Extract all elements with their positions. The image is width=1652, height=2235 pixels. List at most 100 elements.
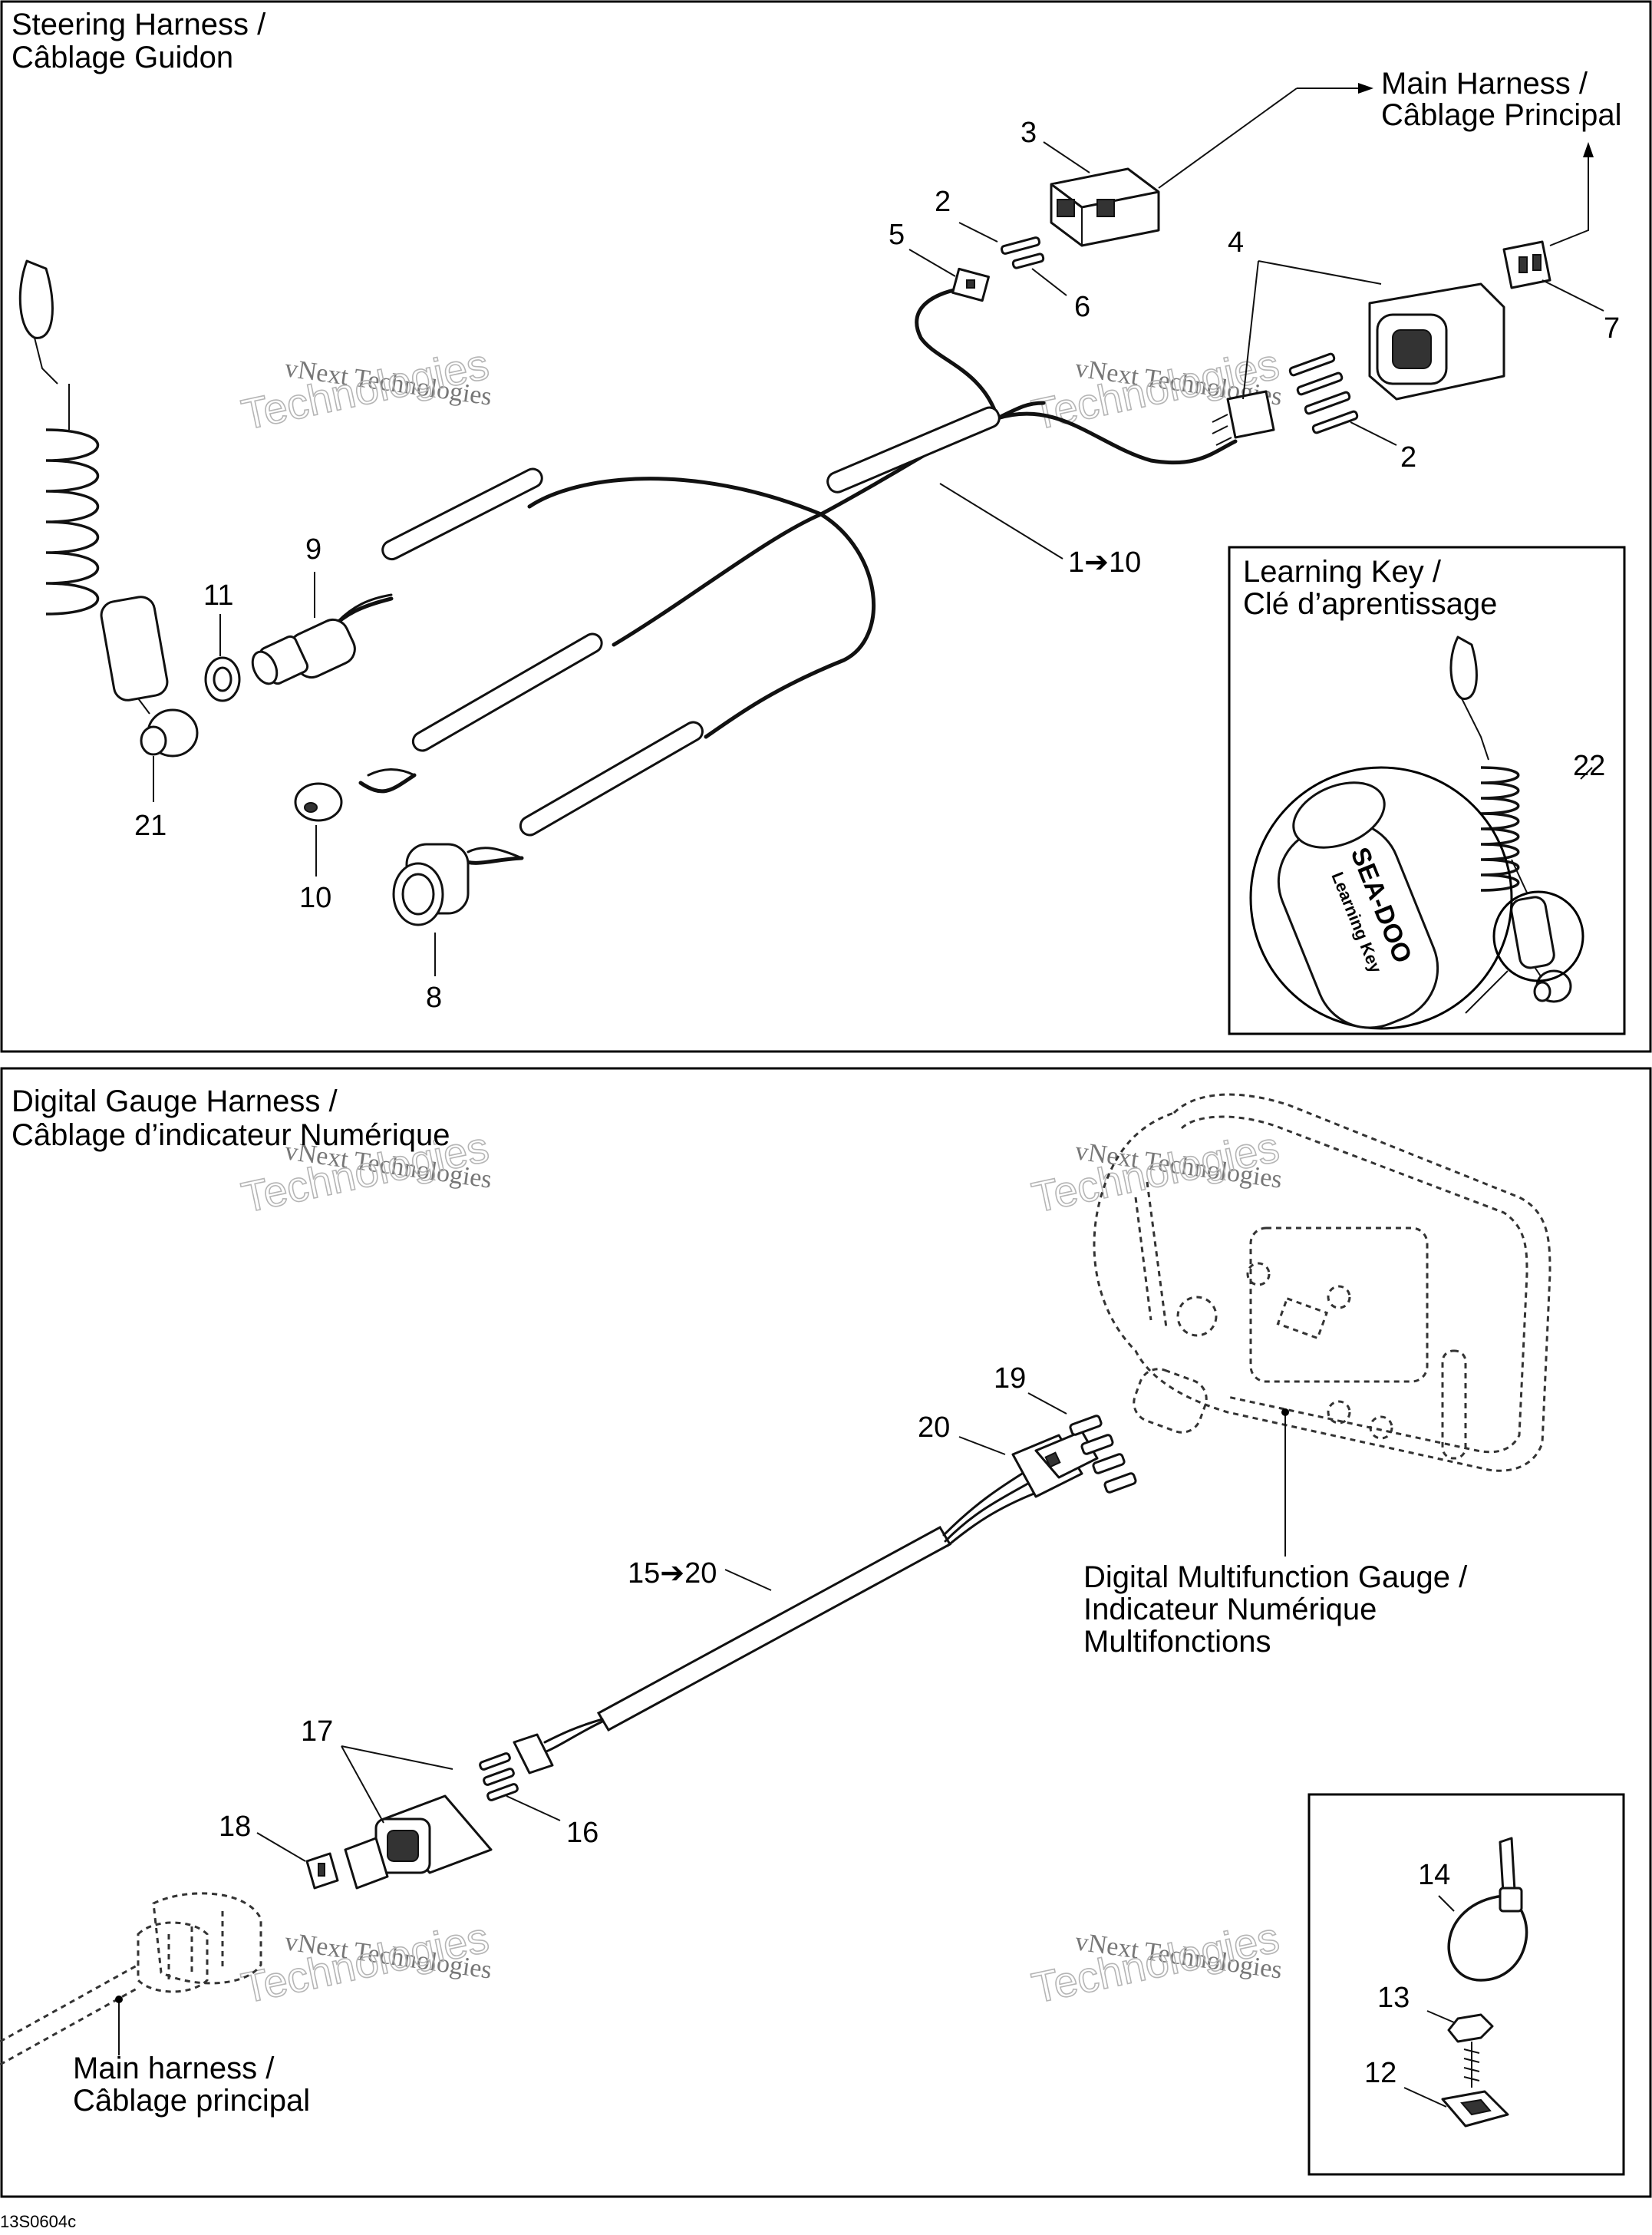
sleeve-9 (381, 467, 543, 561)
gauge-title-line2: Câblage d’indicateur Numérique (12, 1118, 450, 1152)
watermark-6: vNext Technologies Technologies (1027, 1912, 1284, 2012)
leader-14 (1438, 1895, 1455, 1912)
part-9-key-switch (251, 618, 356, 685)
part-14-cable-tie (1447, 1837, 1528, 1982)
callout-16: 16 (566, 1817, 598, 1849)
learning-key-closeup: SEA-DOO Learning Key (1277, 781, 1439, 1029)
main-harness-label-line1: Main Harness / (1381, 67, 1588, 101)
magnifier-lines (1465, 859, 1528, 1014)
callout-4: 4 (1228, 226, 1244, 259)
leader-4 (1242, 260, 1382, 400)
leader-5 (908, 249, 956, 277)
leader-1-10 (939, 483, 1063, 560)
part-3-connector (1050, 167, 1160, 247)
part-17-connector-housing (344, 1733, 554, 1890)
part-13-screw (1447, 2013, 1494, 2088)
callout-17: 17 (301, 1715, 333, 1748)
part-20-connector (1011, 1430, 1099, 1498)
watermark-4: vNext Technologies Technologies (1027, 1121, 1284, 1222)
part-10-eyelet (294, 782, 343, 822)
callout-22: 22 (1573, 750, 1605, 782)
callout-15-20: 15➔20 (628, 1557, 717, 1590)
digital-gauge-outline (1093, 1093, 1551, 1472)
main-harness-lower-line1: Main harness / (73, 2052, 275, 2085)
callout-11: 11 (203, 579, 233, 612)
leader-2a (958, 222, 998, 243)
part-6-pin (1011, 253, 1045, 269)
callout-2b: 2 (1400, 441, 1416, 474)
callout-14: 14 (1418, 1859, 1450, 1891)
part-2-pin-top (1000, 236, 1041, 255)
arrow-line-7 (1549, 154, 1589, 246)
gauge-label-line1: Digital Multifunction Gauge / (1083, 1560, 1468, 1594)
gauge-label-line3: Multifonctions (1083, 1625, 1271, 1659)
magnifier-small (1492, 890, 1584, 982)
leader-gauge-dot (1281, 1408, 1289, 1416)
svg-text:Technologies: Technologies (1027, 1913, 1283, 2012)
sleeve-10 (411, 632, 603, 752)
leader-20 (958, 1436, 1006, 1455)
main-harness-lower-line2: Câblage principal (73, 2084, 310, 2118)
part-21-lanyard (18, 259, 199, 758)
part-19-terminals (1069, 1415, 1137, 1494)
part-16-terminals (479, 1752, 519, 1801)
part-12-tie-mount (1441, 2090, 1509, 2128)
part-11-nut (204, 656, 241, 702)
leader-12 (1403, 2087, 1447, 2108)
part-2-pins-right (1288, 352, 1359, 434)
svg-text:Technologies: Technologies (1027, 1122, 1283, 1222)
leader-2b (1350, 421, 1397, 446)
watermark-1: vNext Technologies Technologies (237, 338, 494, 439)
part-8-plug (392, 843, 470, 926)
callout-5: 5 (889, 219, 905, 251)
learning-key-inset-frame (1228, 546, 1626, 1035)
callout-7: 7 (1604, 312, 1620, 345)
leader-22 (1580, 767, 1593, 780)
steering-harness-wires (527, 286, 1238, 739)
gauge-title-line1: Digital Gauge Harness / (12, 1084, 338, 1118)
gauge-panel-frame (0, 1067, 1652, 2198)
learning-key-label-line1: Learning Key / (1243, 555, 1442, 589)
leader-7 (1542, 279, 1604, 312)
part-22-learning-key (1449, 636, 1572, 1003)
callout-13: 13 (1377, 1982, 1410, 2014)
part-4-connector-housing (1212, 282, 1505, 446)
arrow-line-3 (1158, 87, 1298, 189)
leader-18 (256, 1832, 306, 1862)
callout-3: 3 (1021, 117, 1037, 149)
leader-13 (1426, 2010, 1455, 2023)
steering-title-line2: Câblage Guidon (12, 41, 233, 74)
figure-code: 13S0604c (0, 2212, 76, 2231)
part-5-terminal-plate (951, 267, 990, 302)
callout-9: 9 (305, 533, 321, 566)
leader-16 (506, 1795, 561, 1821)
callout-8: 8 (426, 982, 442, 1014)
leader-19 (1027, 1392, 1067, 1415)
svg-text:Technologies: Technologies (237, 339, 493, 439)
steering-title-line1: Steering Harness / (12, 8, 266, 41)
callout-1-10: 1➔10 (1068, 546, 1141, 579)
part-7-wedge (1502, 240, 1551, 289)
arrow-head-right (1358, 83, 1373, 94)
leader-6 (1031, 268, 1067, 296)
part-18-wedge (305, 1852, 339, 1890)
callout-21: 21 (134, 810, 167, 842)
leader-3 (1043, 141, 1090, 173)
callout-20: 20 (918, 1411, 950, 1444)
steering-panel-frame (0, 0, 1652, 1053)
leader-15-20 (724, 1569, 772, 1591)
sleeve-trunk (826, 406, 1001, 494)
callout-10: 10 (299, 882, 331, 914)
magnifier-large (1249, 766, 1513, 1030)
leader-main-lower-dot (115, 1996, 123, 2003)
callout-2a: 2 (935, 186, 951, 218)
callout-12: 12 (1364, 2057, 1396, 2089)
leader-17 (341, 1745, 453, 1824)
gauge-label-line2: Indicateur Numérique (1083, 1593, 1377, 1626)
learning-key-label-line2: Clé d’aprentissage (1243, 587, 1497, 621)
callout-6: 6 (1074, 291, 1090, 323)
callout-18: 18 (219, 1811, 251, 1843)
callout-19: 19 (994, 1362, 1026, 1395)
main-harness-lower-outline (0, 1892, 262, 2066)
